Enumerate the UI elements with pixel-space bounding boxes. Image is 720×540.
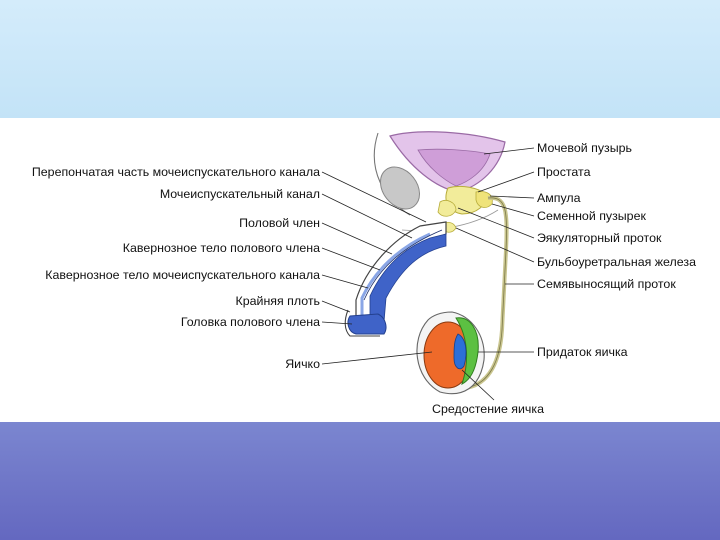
label-epididymis: Придаток яичка: [537, 345, 628, 359]
mediastinum-testis: [453, 333, 467, 370]
urethra: [363, 229, 443, 301]
label-testis: Яичко: [285, 357, 320, 371]
label-ampulla: Ампула: [537, 191, 581, 205]
label-corpus-cavernosum-penis: Кавернозное тело полового члена: [123, 241, 320, 255]
corpus-spongiosum: [360, 232, 431, 318]
leader-testis: [321, 351, 433, 365]
leader-corpus-cavernosum: [321, 247, 381, 271]
label-urethra: Мочеиспускательный канал: [160, 187, 320, 201]
label-bladder: Мочевой пузырь: [537, 141, 632, 155]
slide-bottom-band: [0, 422, 720, 540]
bladder-inner: [417, 148, 491, 187]
seminal-vesicle: [475, 191, 493, 208]
foreskin: [344, 309, 380, 337]
leader-ampulla: [489, 195, 535, 199]
leader-membranous-urethra: [321, 171, 427, 223]
label-penis: Половой член: [239, 216, 320, 230]
label-mediastinum-testis: Средостение яичка: [432, 402, 544, 416]
leader-prostate: [477, 171, 535, 193]
leader-corpus-spongiosum: [321, 274, 369, 289]
label-bulbourethral-gland: Бульбоуретральная железа: [537, 255, 696, 269]
slide-top-band: [0, 0, 720, 118]
glans: [347, 313, 387, 335]
label-prostate: Простата: [537, 165, 591, 179]
leader-bladder: [483, 147, 535, 155]
pubic-bone: [380, 166, 420, 210]
leader-bulbourethral-gland: [455, 227, 535, 263]
label-vas-deferens: Семявыносящий проток: [537, 277, 676, 291]
ampulla: [437, 200, 457, 217]
diagram-panel: [0, 118, 720, 422]
leader-penis: [321, 222, 393, 255]
leader-urethra: [321, 193, 413, 239]
label-glans: Головка полового члена: [181, 315, 320, 329]
leader-seminal-vesicle: [491, 203, 535, 217]
label-membranous-urethra: Перепончатая часть мочеиспускательного к…: [32, 165, 320, 179]
label-corpus-spongiosum: Кавернозное тело мочеиспускательного кан…: [45, 268, 320, 282]
leader-mediastinum: [461, 369, 495, 401]
label-foreskin: Крайняя плоть: [236, 294, 320, 308]
label-ejaculatory-duct: Эякуляторный проток: [537, 231, 662, 245]
leader-glans: [321, 321, 353, 325]
leader-ejaculatory-duct: [457, 207, 535, 239]
corpus-cavernosum-penis: [369, 233, 447, 323]
vas-deferens: [465, 197, 508, 389]
leader-foreskin: [321, 300, 351, 313]
label-seminal-vesicle: Семенной пузырек: [537, 209, 646, 223]
